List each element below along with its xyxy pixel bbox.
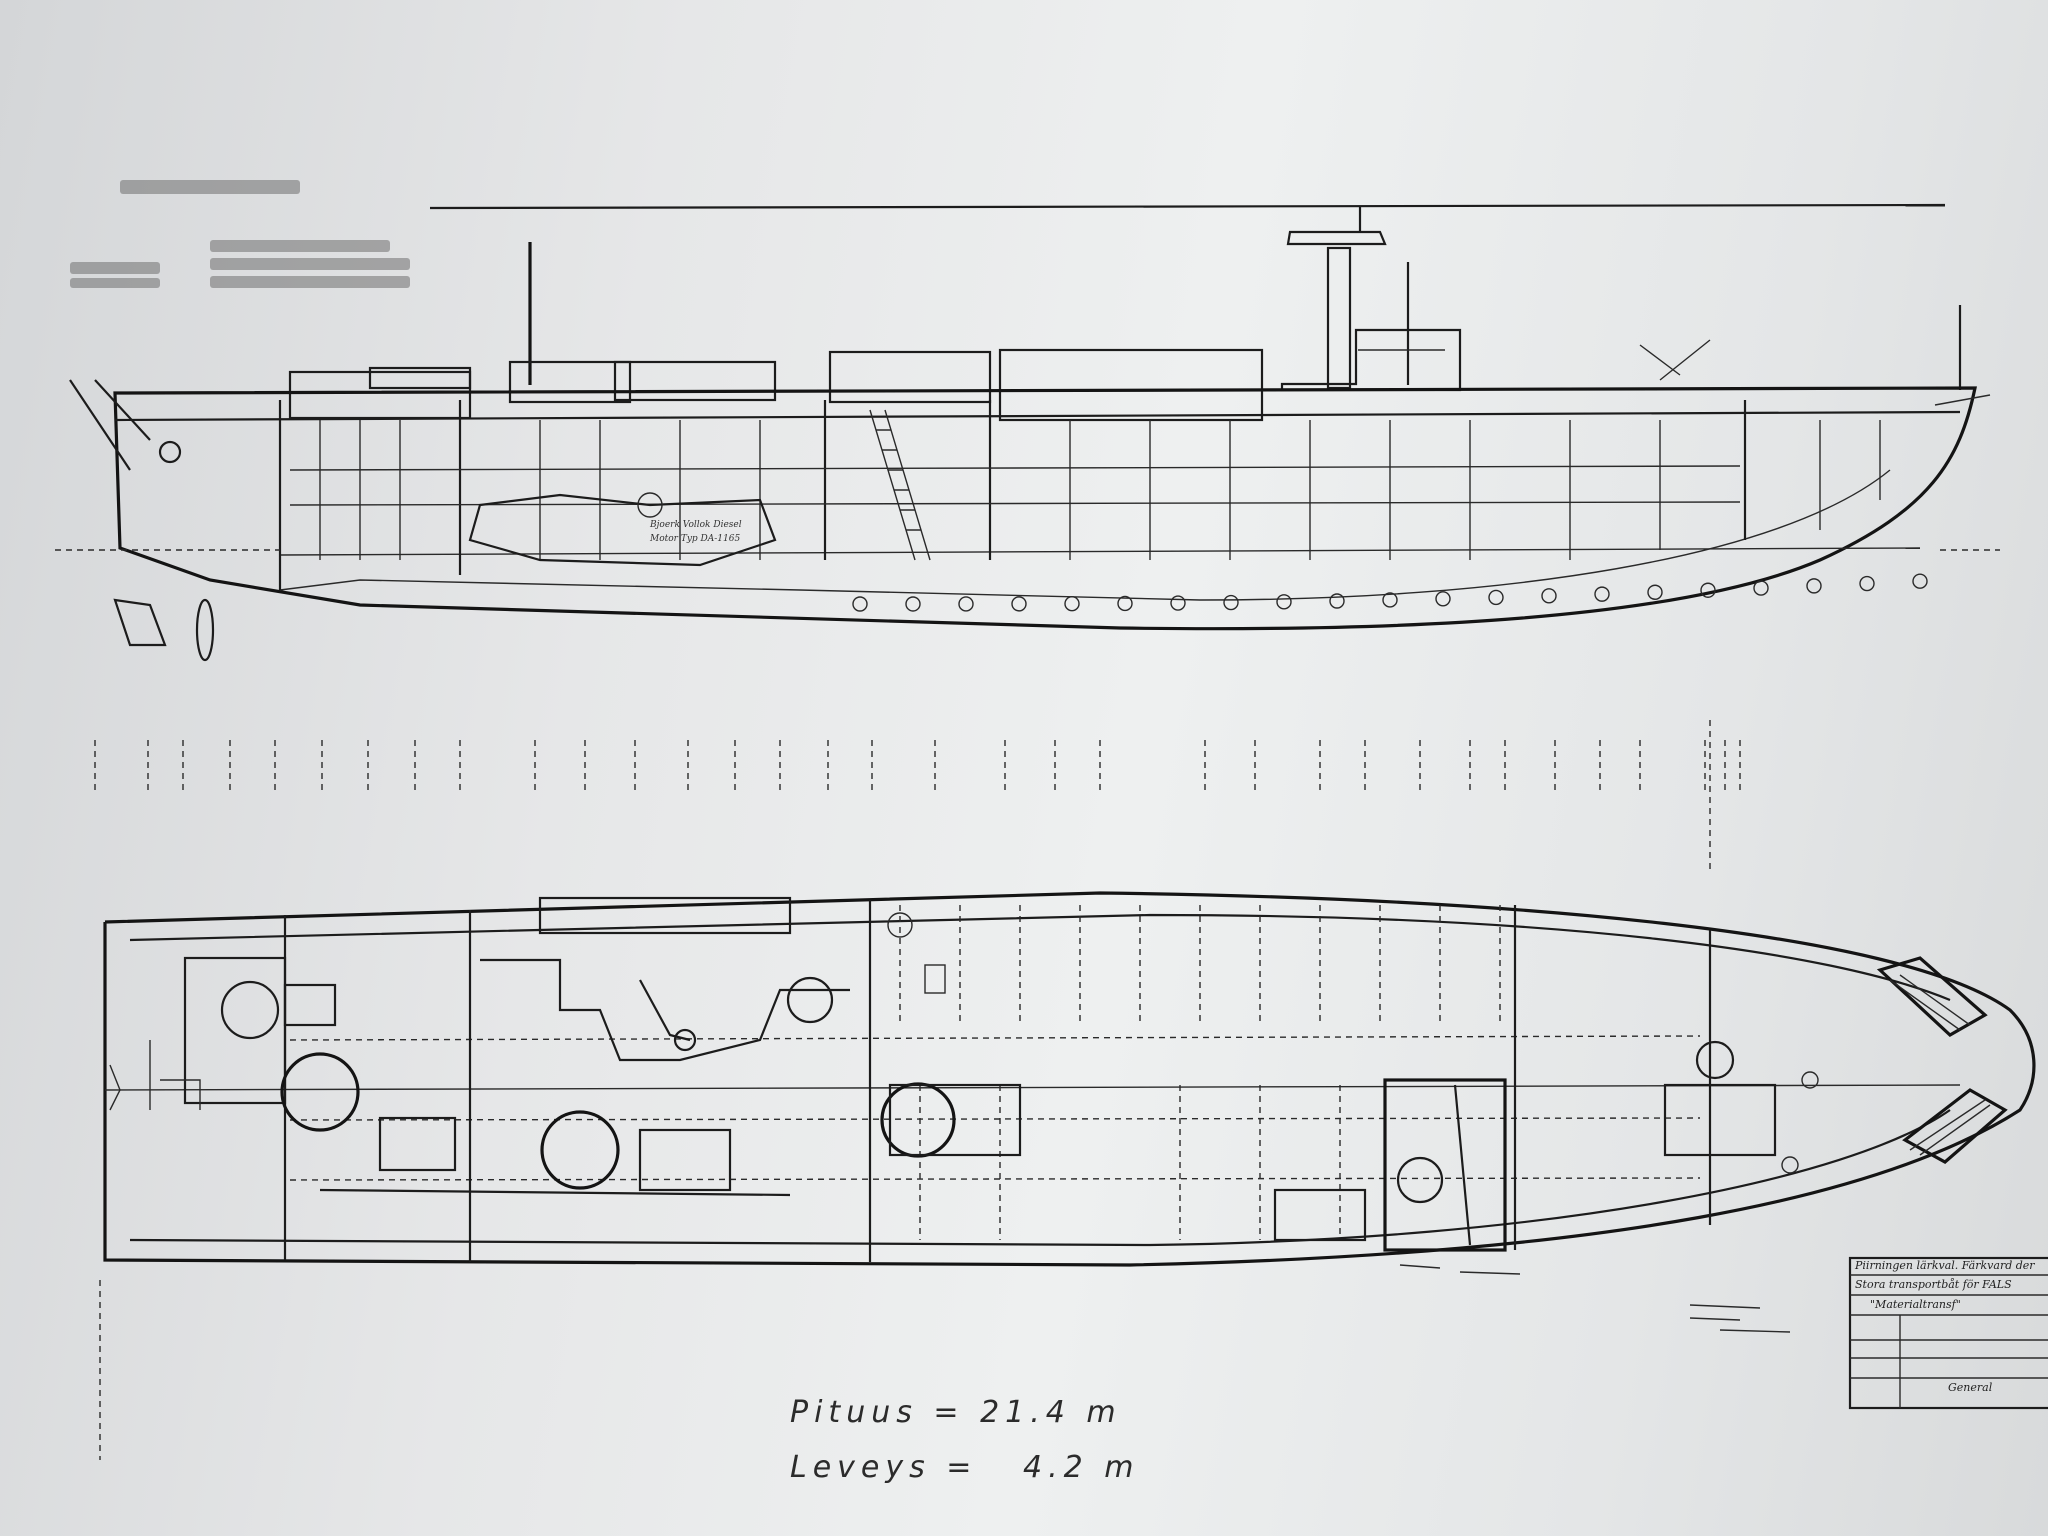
porthole: [1011, 596, 1027, 612]
faded-header-text: [70, 180, 410, 288]
length-value: 21.4 m: [980, 1395, 1122, 1430]
title-block-line3: "Materialtransf": [1870, 1298, 1961, 1311]
porthole: [1276, 594, 1292, 610]
width-value: 4.2 m: [1022, 1450, 1140, 1485]
porthole: [1329, 593, 1345, 609]
porthole: [1700, 582, 1716, 598]
porthole: [958, 596, 974, 612]
revision-notes: [1399, 1264, 1791, 1333]
deck-plan-view: [103, 891, 2036, 1267]
width-label: Leveys: [790, 1450, 931, 1485]
porthole: [1435, 591, 1451, 607]
porthole: [905, 596, 921, 612]
porthole-row: [852, 573, 1928, 612]
engine-label-1: Bjoerk Vollok Diesel: [650, 520, 742, 530]
side-profile-view: [55, 203, 2000, 662]
porthole: [1170, 595, 1186, 611]
engine-label-2: Motor Typ DA-1165: [650, 534, 741, 544]
porthole: [1753, 580, 1769, 596]
porthole: [1541, 588, 1557, 604]
porthole: [1806, 578, 1822, 594]
porthole: [1647, 584, 1663, 600]
porthole: [1859, 575, 1875, 592]
porthole: [1594, 586, 1610, 602]
title-block-line2: Stora transportbåt för FALS: [1855, 1278, 2012, 1291]
porthole: [1912, 573, 1928, 589]
porthole: [1488, 589, 1504, 606]
width-note: Leveys = 4.2 m: [790, 1450, 1140, 1485]
frame-station-markers: [94, 740, 1741, 790]
title-block-general: General: [1948, 1381, 1993, 1394]
length-note: Pituus = 21.4 m: [790, 1395, 1122, 1430]
length-label: Pituus: [790, 1395, 918, 1430]
porthole: [852, 596, 868, 612]
porthole: [1064, 596, 1080, 612]
title-block-line1: Piirningen lärkval. Färkvard der: [1855, 1259, 2035, 1272]
title-block: [1848, 1256, 2048, 1410]
porthole: [1223, 594, 1239, 611]
porthole: [1117, 595, 1133, 612]
porthole: [1382, 592, 1398, 608]
